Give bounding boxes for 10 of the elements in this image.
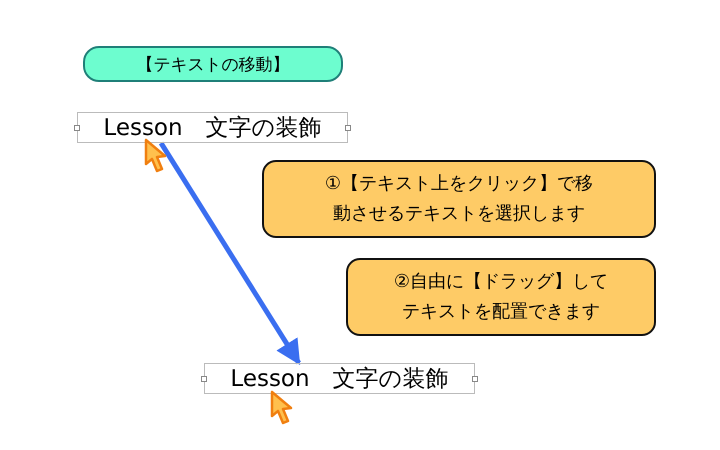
instruction-text: ②自由に【ドラッグ】してテキストを配置できます [392, 270, 610, 324]
sample-text: Lesson 文字の装飾 [230, 365, 449, 394]
title-pill [83, 46, 343, 82]
callout-box [346, 258, 656, 336]
text-box [204, 363, 475, 394]
text-box [77, 112, 348, 143]
sample-text: Lesson 文字の装飾 [103, 114, 322, 143]
instruction-text: 【テキストの移動】 [136, 54, 290, 76]
instruction-text: ①【テキスト上をクリック】で移動させるテキストを選択します [324, 172, 594, 226]
callout-box [262, 160, 656, 238]
